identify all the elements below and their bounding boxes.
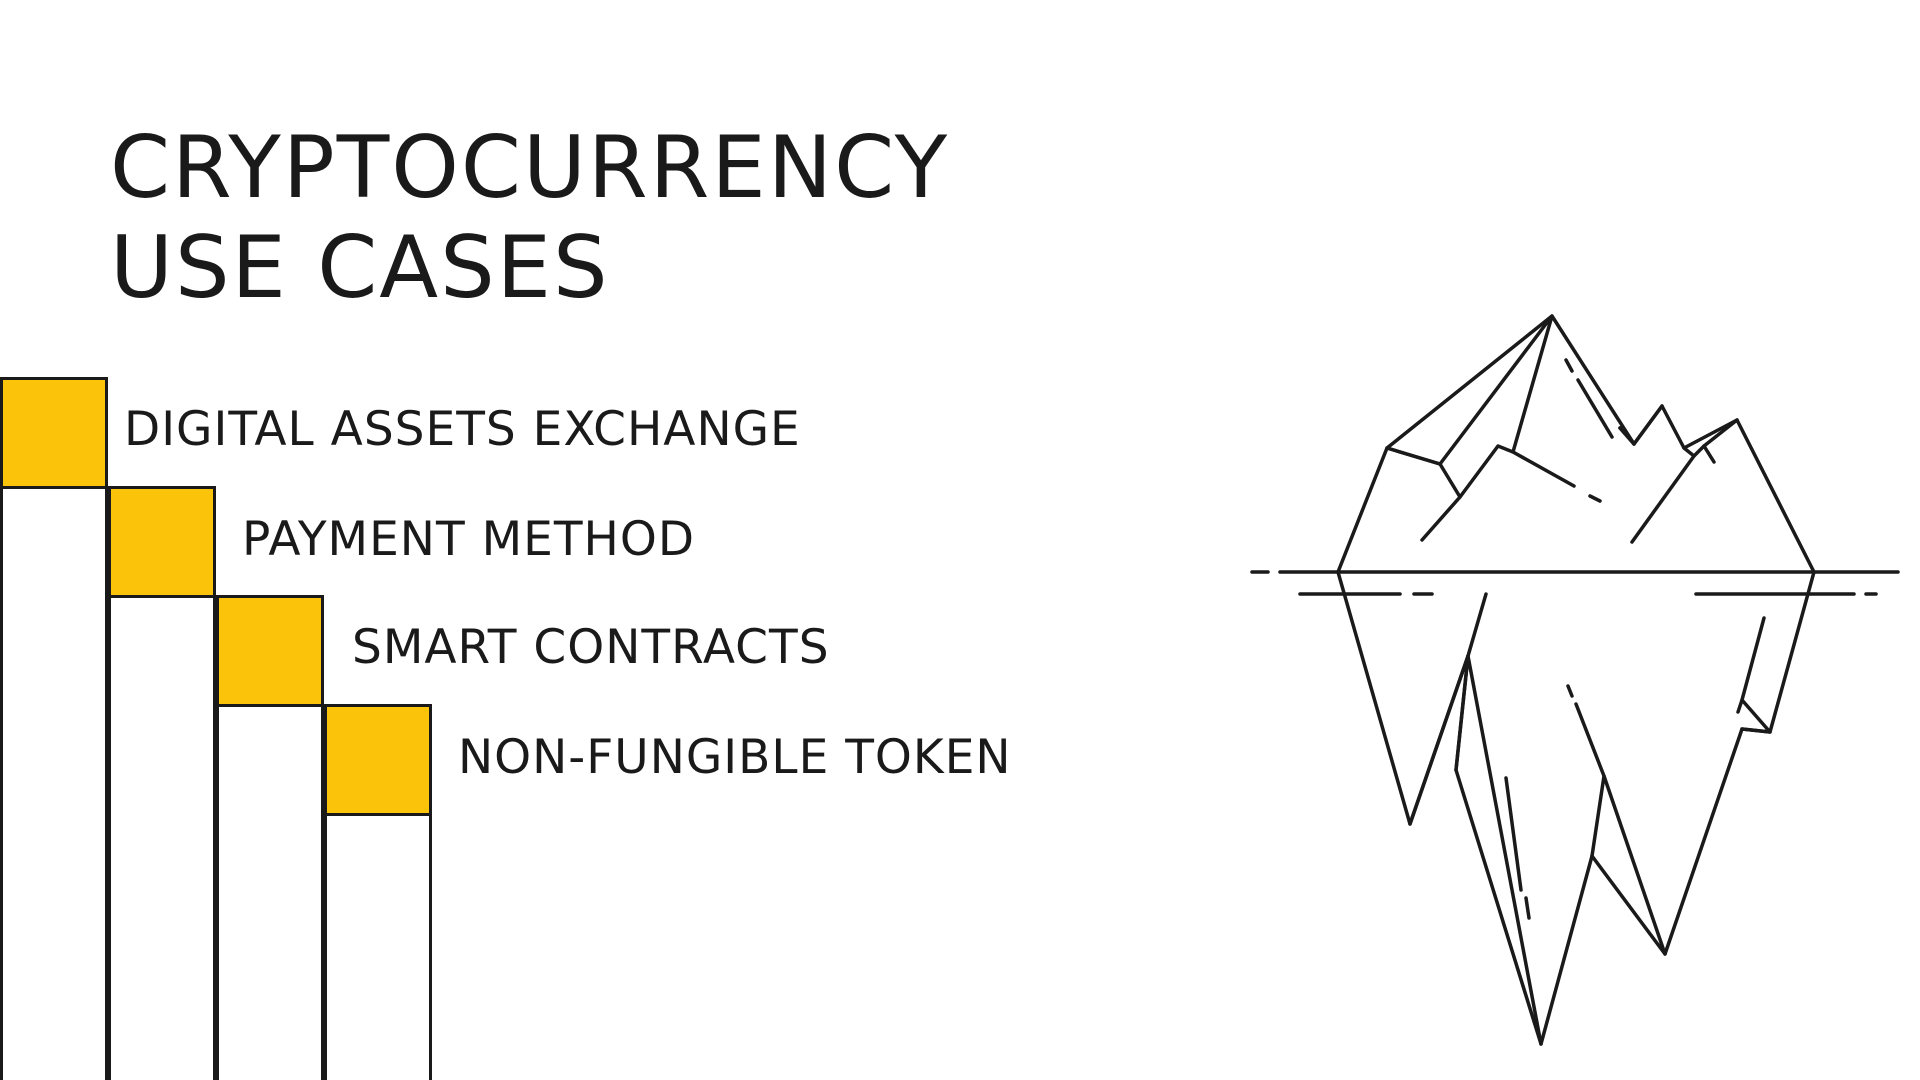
step-column-2 <box>108 486 216 1080</box>
title-line-2: USE CASES <box>110 218 610 318</box>
step-accent-4 <box>327 707 429 816</box>
page-title: CRYPTOCURRENCY USE CASES <box>110 118 949 318</box>
step-column-1 <box>0 377 108 1080</box>
iceberg-icon <box>1250 314 1900 1046</box>
title-line-1: CRYPTOCURRENCY <box>110 118 950 218</box>
step-accent-1 <box>3 380 105 489</box>
use-case-label-non-fungible-token: NON-FUNGIBLE TOKEN <box>458 730 1012 785</box>
step-accent-2 <box>111 489 213 598</box>
step-column-3 <box>216 595 324 1080</box>
use-case-label-payment-method: PAYMENT METHOD <box>242 512 696 567</box>
use-case-label-digital-assets-exchange: DIGITAL ASSETS EXCHANGE <box>124 402 801 457</box>
step-column-4 <box>324 704 432 1080</box>
use-case-label-smart-contracts: SMART CONTRACTS <box>352 620 830 675</box>
step-accent-3 <box>219 598 321 707</box>
